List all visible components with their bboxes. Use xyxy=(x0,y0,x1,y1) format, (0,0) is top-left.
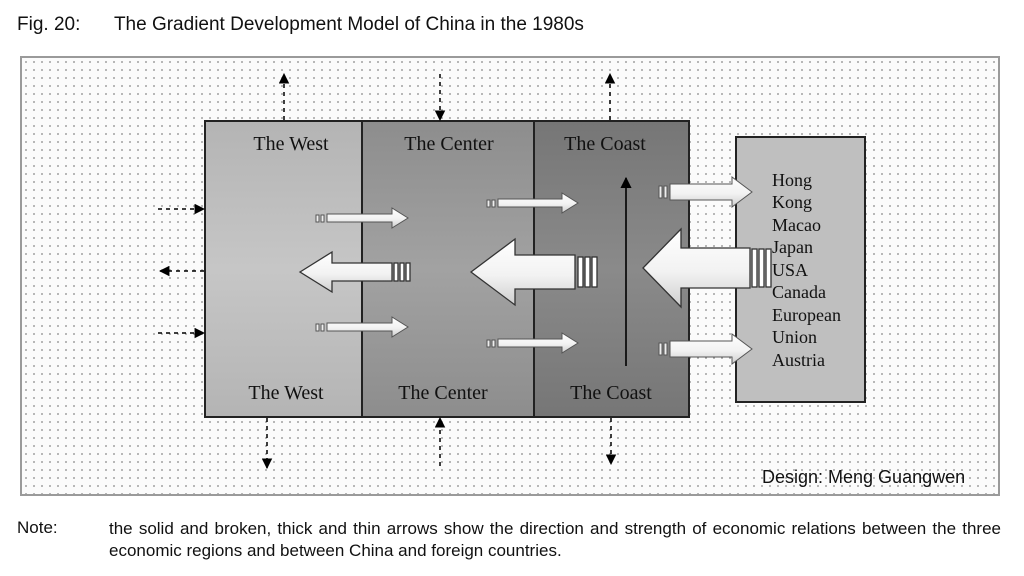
thin-arrow-center-to-coast-upper xyxy=(486,192,579,214)
center-top-label: The Center xyxy=(404,133,494,155)
country-line: Hong xyxy=(772,170,812,190)
thick-arrow-center-to-west xyxy=(298,250,411,294)
figure-title: The Gradient Development Model of China … xyxy=(113,14,584,35)
country-line: European xyxy=(772,305,841,325)
country-line: Macao xyxy=(772,215,821,235)
note-label: Note: xyxy=(17,518,58,537)
center-bottom-label: The Center xyxy=(398,382,488,404)
figure-number: Fig. 20: xyxy=(17,14,81,35)
coast-bottom-label: The Coast xyxy=(570,382,652,404)
thin-arrow-center-to-coast-lower xyxy=(486,332,579,354)
country-line: Canada xyxy=(772,282,826,302)
medium-arrow-coast-to-foreign-upper xyxy=(658,176,753,208)
thick-arrow-foreign-to-coast xyxy=(642,227,772,309)
medium-arrow-coast-to-foreign-lower xyxy=(658,333,753,365)
note-text: the solid and broken, thick and thin arr… xyxy=(109,519,1001,560)
country-line: Japan xyxy=(772,237,813,257)
thick-arrow-coast-to-center xyxy=(469,237,598,307)
figure-caption: Fig. 20: The Gradient Development Model … xyxy=(17,14,584,36)
thin-arrow-west-to-center-lower xyxy=(315,316,409,338)
coast-top-label: The Coast xyxy=(564,133,646,155)
foreign-countries-list: Hong Kong Macao Japan USA Canada Europea… xyxy=(772,170,841,370)
country-line: Austria xyxy=(772,350,825,370)
country-line: Kong xyxy=(772,192,812,212)
country-line: USA xyxy=(772,260,808,280)
west-top-label: The West xyxy=(253,133,329,155)
country-line: Union xyxy=(772,327,817,347)
thin-arrow-west-to-center-upper xyxy=(315,207,409,229)
design-credit: Design: Meng Guangwen xyxy=(762,467,966,487)
west-bottom-label: The West xyxy=(248,382,324,404)
